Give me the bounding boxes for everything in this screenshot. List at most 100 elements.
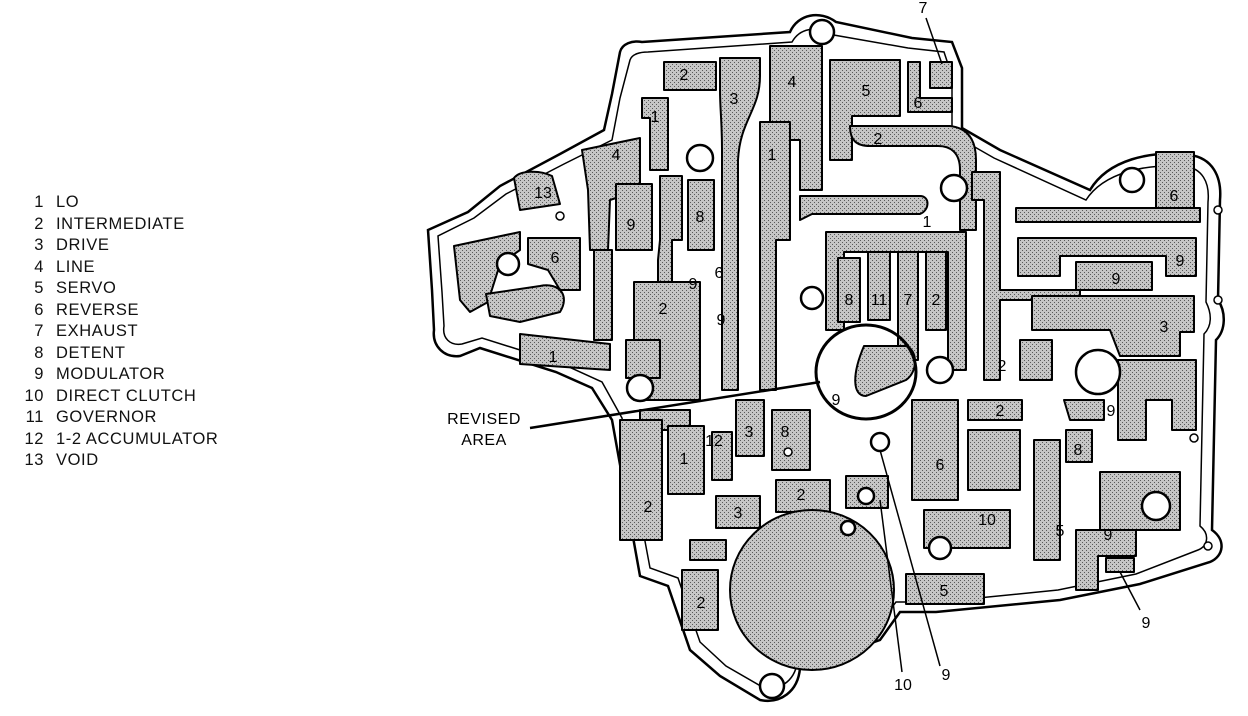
legend-item: 9 MODULATOR [14, 364, 218, 386]
passage-label: 6 [1170, 188, 1179, 205]
passage-label: 5 [862, 83, 871, 100]
passage-label: 3 [734, 505, 743, 522]
passage-label: 1 [549, 349, 558, 366]
passage-label: 11 [871, 292, 888, 309]
passage-label: 9 [717, 312, 726, 329]
passage-label: 10 [894, 677, 912, 694]
passage-label: 4 [788, 74, 797, 91]
revised-area-circle [814, 323, 918, 421]
legend-label: LO [56, 193, 80, 211]
accumulator-piston [729, 509, 895, 671]
passage-label: 8 [781, 424, 790, 441]
legend-number: 9 [34, 365, 44, 383]
legend-item: 4 LINE [14, 257, 218, 279]
passage-label: 1 [651, 109, 660, 126]
passage-label: 7 [919, 0, 928, 17]
legend-number: 12 [24, 429, 44, 448]
legend-label: DETENT [56, 343, 126, 362]
passage-label: 6 [936, 457, 945, 474]
legend-item: 7 EXHAUST [14, 321, 218, 343]
passage-label: 2 [644, 499, 653, 516]
passage-label: 3 [745, 424, 754, 441]
legend-number: 2 [34, 214, 44, 233]
legend-item: 13 VOID [14, 450, 218, 472]
passage-label: 6 [551, 250, 560, 267]
passage-label: 5 [1056, 523, 1065, 540]
legend-label: LINE [56, 257, 96, 276]
legend-number: 8 [34, 343, 44, 362]
legend-item: 8 DETENT [14, 343, 218, 365]
passage-label: 8 [696, 209, 705, 226]
passage-label: 13 [534, 185, 552, 202]
passage-label: 1 [680, 451, 689, 468]
legend-label: MODULATOR [56, 365, 166, 383]
passage-label: 4 [612, 147, 621, 164]
passage-label: 10 [978, 512, 996, 529]
legend-label: 1-2 ACCUMULATOR [56, 429, 219, 448]
legend-label: DIRECT CLUTCH [56, 386, 197, 405]
passage-label: 2 [932, 292, 941, 309]
passage-label: 12 [705, 433, 723, 450]
legend-number: 11 [25, 408, 44, 426]
passage-label: 6 [715, 265, 724, 282]
legend-number: 6 [34, 300, 44, 319]
small-holes [555, 205, 1223, 551]
passage-label: 9 [942, 667, 951, 684]
legend-item: 12 1-2 ACCUMULATOR [14, 429, 218, 451]
area-label: AREA [461, 432, 507, 449]
passage-label: 2 [697, 595, 706, 612]
passage-label: 1 [923, 214, 932, 231]
bolt-holes [495, 18, 1172, 700]
legend-item: 1 LO [14, 192, 218, 214]
legend-item: 11 GOVERNOR [14, 407, 218, 429]
callout-leaders [879, 17, 1141, 673]
passage-label: 2 [797, 487, 806, 504]
passage-label: 3 [730, 91, 739, 108]
legend-label: REVERSE [56, 300, 140, 319]
legend-label: VOID [56, 451, 99, 469]
revised-label: REVISED [447, 411, 521, 428]
passage-label: 2 [996, 403, 1005, 420]
passage-label: 5 [940, 583, 949, 600]
passage-label: 7 [904, 292, 913, 309]
passage-labels: 7 2 3 4 5 6 1 2 1 4 13 6 9 8 1 6 9 9 6 9… [534, 0, 1184, 694]
legend-label: SERVO [56, 279, 117, 297]
passage-label: 2 [998, 358, 1007, 375]
legend-label: EXHAUST [56, 322, 139, 340]
legend-number: 3 [34, 236, 44, 254]
passage-label: 8 [845, 292, 854, 309]
revised-area-callout: REVISED AREA [447, 323, 918, 449]
legend-label: DRIVE [56, 236, 110, 254]
passage-label: 9 [1142, 615, 1151, 632]
passage-label: 9 [627, 217, 636, 234]
passage-label: 1 [768, 147, 777, 164]
passage-label: 9 [1112, 271, 1121, 288]
passage-label: 6 [914, 95, 923, 112]
fluid-passages [453, 45, 1201, 631]
legend-number: 13 [24, 451, 44, 469]
legend-number: 4 [34, 257, 44, 276]
passage-label: 9 [1104, 527, 1113, 544]
legend-number: 10 [24, 386, 44, 405]
passage-label: 2 [874, 131, 883, 148]
legend-number: 1 [34, 193, 44, 211]
passage-label: 8 [1074, 442, 1083, 459]
legend-number: 5 [34, 279, 44, 297]
passage-label: 2 [680, 67, 689, 84]
legend-item: 2 INTERMEDIATE [14, 214, 218, 236]
legend-item: 10 DIRECT CLUTCH [14, 386, 218, 408]
passage-label: 9 [689, 276, 698, 293]
legend-item: 5 SERVO [14, 278, 218, 300]
passage-label: 9 [1107, 403, 1116, 420]
legend-label: GOVERNOR [56, 408, 158, 426]
legend-item: 3 DRIVE [14, 235, 218, 257]
legend-item: 6 REVERSE [14, 300, 218, 322]
legend-number: 7 [34, 322, 44, 340]
legend-label: INTERMEDIATE [56, 214, 185, 233]
passage-label: 9 [832, 392, 841, 409]
revised-area-leader [529, 380, 821, 430]
passage-label: 2 [659, 301, 668, 318]
